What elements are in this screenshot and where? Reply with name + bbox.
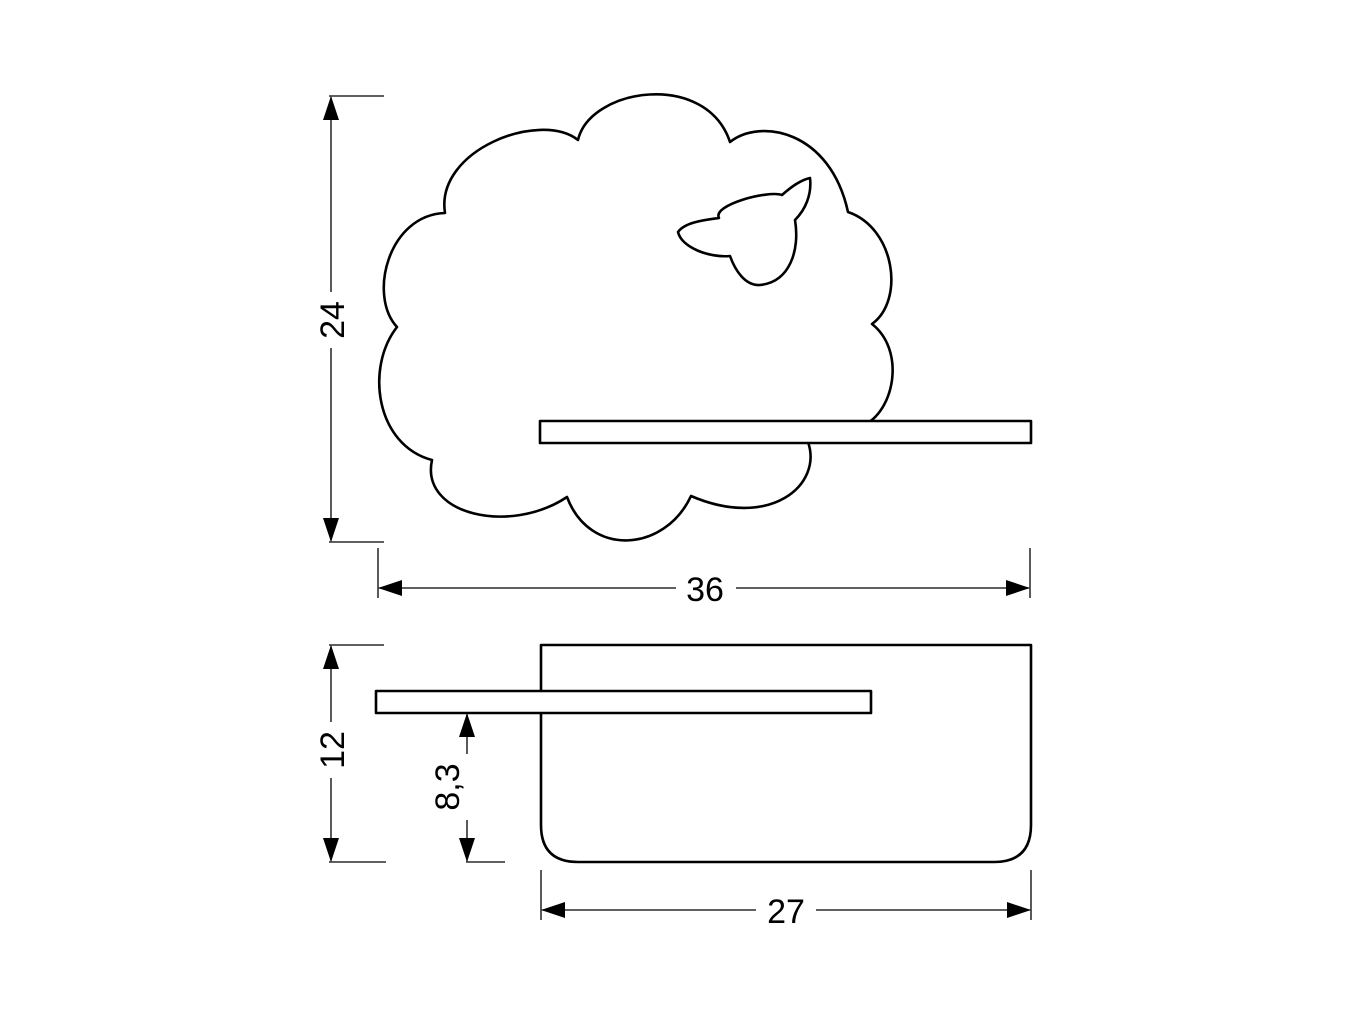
cloud-shape <box>377 93 894 542</box>
front-width-label: 36 <box>686 571 724 609</box>
front-shelf-plank <box>538 419 1033 445</box>
shelf-height-label: 8,3 <box>429 763 467 810</box>
side-width-label: 27 <box>767 893 805 931</box>
sheep-head-icon <box>676 176 812 287</box>
side-view: 12 8,3 27 <box>314 643 1033 931</box>
front-height-label: 24 <box>314 301 352 339</box>
side-body-outline <box>539 643 1033 864</box>
side-shelf-plank <box>374 689 873 715</box>
side-height-label: 12 <box>314 731 352 769</box>
front-view: 24 36 <box>314 93 1033 609</box>
